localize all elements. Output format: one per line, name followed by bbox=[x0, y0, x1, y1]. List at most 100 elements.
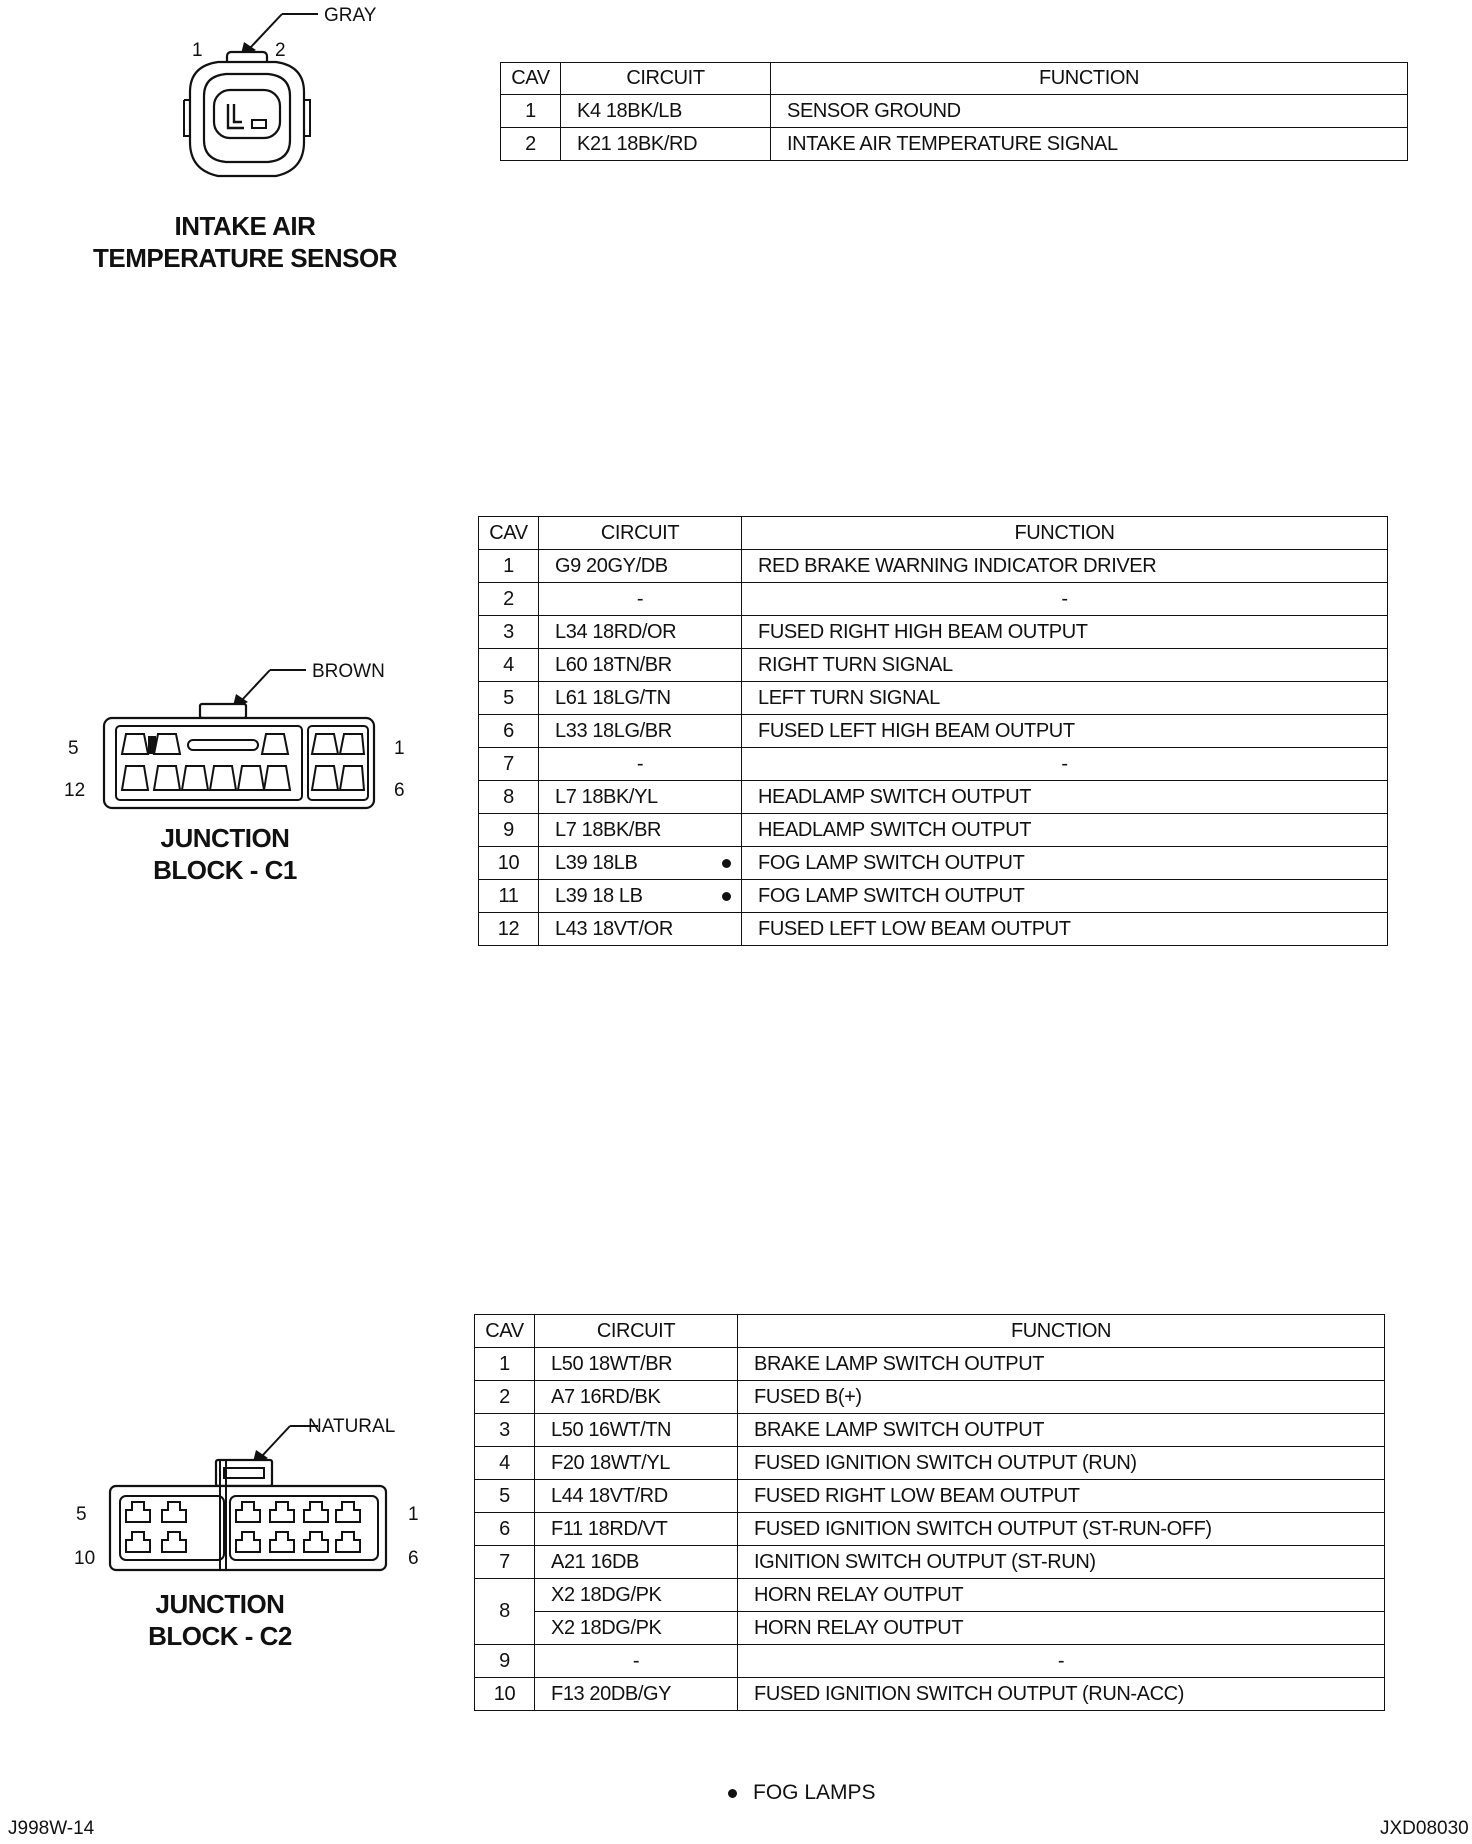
footer-left-code: J998W-14 bbox=[8, 1818, 95, 1839]
cell-function: - bbox=[741, 582, 1388, 616]
circuit-text: L61 18LG/TN bbox=[555, 686, 671, 709]
junction-block-c2-connector-diagram: 5 1 10 6 NATURAL bbox=[74, 1416, 419, 1572]
pin-label-5: 5 bbox=[76, 1504, 87, 1525]
header-cav: CAV bbox=[474, 1314, 535, 1348]
cell-function: FUSED RIGHT HIGH BEAM OUTPUT bbox=[741, 615, 1388, 649]
circuit-text: - bbox=[636, 587, 644, 610]
cell-cav: 2 bbox=[478, 582, 539, 616]
cell-circuit: - bbox=[538, 747, 742, 781]
cell-cav: 2 bbox=[474, 1380, 535, 1414]
cell-circuit: L44 18VT/RD bbox=[534, 1479, 738, 1513]
cell-cav: 11 bbox=[478, 879, 539, 913]
cell-circuit: L7 18BK/BR bbox=[538, 813, 742, 847]
circuit-text: F11 18RD/VT bbox=[551, 1517, 668, 1540]
legend-fog-lamps: FOG LAMPS bbox=[728, 1781, 876, 1805]
cell-function: INTAKE AIR TEMPERATURE SIGNAL bbox=[770, 127, 1408, 161]
cell-circuit: L39 18LB bbox=[538, 846, 742, 880]
cell-function: RED BRAKE WARNING INDICATOR DRIVER bbox=[741, 549, 1388, 583]
cell-function: HORN RELAY OUTPUT bbox=[737, 1611, 1385, 1645]
header-function: FUNCTION bbox=[741, 516, 1388, 550]
cell-circuit: L50 16WT/TN bbox=[534, 1413, 738, 1447]
connector-title: JUNCTION BLOCK - C2 bbox=[148, 1589, 292, 1651]
cell-cav: 10 bbox=[474, 1677, 535, 1711]
pin-label-6: 6 bbox=[408, 1548, 419, 1569]
pin-label-1: 1 bbox=[408, 1504, 419, 1525]
cell-circuit: G9 20GY/DB bbox=[538, 549, 742, 583]
cell-function: FUSED IGNITION SWITCH OUTPUT (RUN-ACC) bbox=[737, 1677, 1385, 1711]
cell-function: FUSED LEFT LOW BEAM OUTPUT bbox=[741, 912, 1388, 946]
circuit-text: K21 18BK/RD bbox=[577, 132, 698, 155]
cell-cav: 8 bbox=[474, 1578, 535, 1645]
pin-label-1: 1 bbox=[394, 738, 405, 759]
cell-function: LEFT TURN SIGNAL bbox=[741, 681, 1388, 715]
header-circuit: CIRCUIT bbox=[534, 1314, 738, 1348]
cell-function: RIGHT TURN SIGNAL bbox=[741, 648, 1388, 682]
connector-title: JUNCTION BLOCK - C1 bbox=[153, 823, 297, 885]
footer-right-code: JXD08030 bbox=[1380, 1818, 1469, 1839]
table-row: 9-- bbox=[474, 1644, 1385, 1678]
header-function: FUNCTION bbox=[737, 1314, 1385, 1348]
cell-circuit: L33 18LG/BR bbox=[538, 714, 742, 748]
cell-circuit: L39 18 LB bbox=[538, 879, 742, 913]
cell-circuit: L43 18VT/OR bbox=[538, 912, 742, 946]
table-row: 7-- bbox=[478, 747, 1388, 781]
circuit-text: L43 18VT/OR bbox=[555, 917, 673, 940]
cell-cav: 6 bbox=[474, 1512, 535, 1546]
fog-lamp-dot-icon bbox=[722, 892, 731, 901]
pin-label-1: 1 bbox=[192, 40, 203, 61]
fog-lamp-dot-icon bbox=[722, 859, 731, 868]
cell-circuit: L7 18BK/YL bbox=[538, 780, 742, 814]
connector-color-label: NATURAL bbox=[308, 1416, 395, 1437]
circuit-text: L50 16WT/TN bbox=[551, 1418, 672, 1441]
cell-function: FUSED RIGHT LOW BEAM OUTPUT bbox=[737, 1479, 1385, 1513]
cell-cav: 12 bbox=[478, 912, 539, 946]
cell-circuit: L50 18WT/BR bbox=[534, 1347, 738, 1381]
cell-function: - bbox=[737, 1644, 1385, 1678]
fog-lamp-dot-icon bbox=[728, 1788, 737, 1798]
cell-circuit: L60 18TN/BR bbox=[538, 648, 742, 682]
intake-air-temp-sensor-connector-diagram: 1 2 GRAY bbox=[183, 5, 377, 178]
circuit-text: L39 18 LB bbox=[555, 884, 643, 907]
cell-cav: 10 bbox=[478, 846, 539, 880]
circuit-text: L39 18LB bbox=[555, 851, 638, 874]
cell-function: SENSOR GROUND bbox=[770, 94, 1408, 128]
cell-circuit: K4 18BK/LB bbox=[560, 94, 771, 128]
cell-function: IGNITION SWITCH OUTPUT (ST-RUN) bbox=[737, 1545, 1385, 1579]
cell-circuit: F20 18WT/YL bbox=[534, 1446, 738, 1480]
cell-circuit: X2 18DG/PK bbox=[534, 1578, 738, 1612]
cell-function: BRAKE LAMP SWITCH OUTPUT bbox=[737, 1413, 1385, 1447]
cell-cav: 9 bbox=[478, 813, 539, 847]
cell-function: HEADLAMP SWITCH OUTPUT bbox=[741, 813, 1388, 847]
pin-label-12: 12 bbox=[64, 780, 85, 801]
circuit-text: - bbox=[632, 1649, 640, 1672]
pin-label-5: 5 bbox=[68, 738, 79, 759]
cell-function: HORN RELAY OUTPUT bbox=[737, 1578, 1385, 1612]
cell-circuit: K21 18BK/RD bbox=[560, 127, 771, 161]
cell-function: FUSED B(+) bbox=[737, 1380, 1385, 1414]
circuit-text: F13 20DB/GY bbox=[551, 1682, 672, 1705]
cell-cav: 1 bbox=[474, 1347, 535, 1381]
cell-circuit: F11 18RD/VT bbox=[534, 1512, 738, 1546]
connector-color-label: BROWN bbox=[312, 661, 385, 682]
circuit-text: - bbox=[636, 752, 644, 775]
pin-label-6: 6 bbox=[394, 780, 405, 801]
junction-block-c1-connector-diagram: 5 1 12 6 BROWN bbox=[64, 661, 405, 810]
cell-function: BRAKE LAMP SWITCH OUTPUT bbox=[737, 1347, 1385, 1381]
cell-cav: 8 bbox=[478, 780, 539, 814]
circuit-text: F20 18WT/YL bbox=[551, 1451, 670, 1474]
